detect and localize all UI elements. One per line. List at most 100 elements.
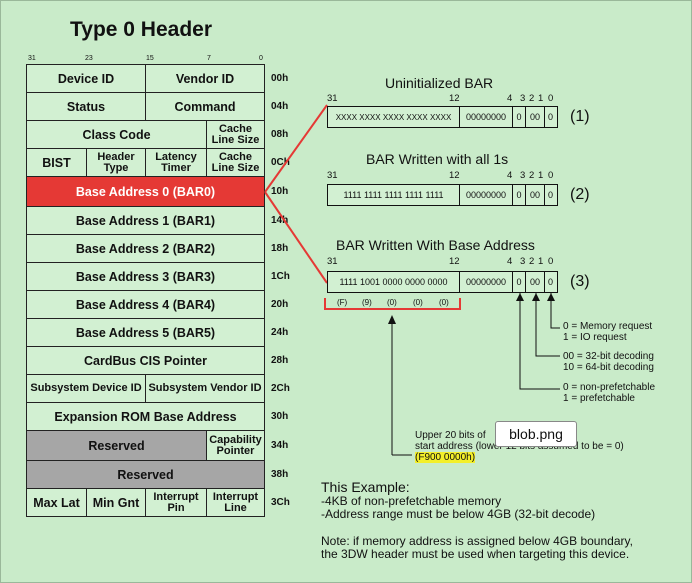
legend-prefetch-0: 0 = non-prefetchable: [563, 382, 656, 393]
bit-0: 0: [259, 55, 263, 62]
bar1-index: (1): [570, 108, 590, 125]
field-interrupt-line: Interrupt Line: [206, 488, 265, 517]
field-cache-line-size: Cache Line Size: [206, 120, 265, 149]
nibble-9: (9): [362, 298, 372, 307]
image-tooltip: blob.png: [495, 421, 577, 447]
bar3-register: 1111 1001 0000 0000 0000 00000000 0 00 0: [327, 271, 558, 293]
offset-04h: 04h: [271, 101, 289, 112]
bar2-low: 00000000: [460, 185, 513, 205]
upper-bits-value: (F900 0000h): [415, 452, 476, 463]
legend-decode-0: 00 = 32-bit decoding: [563, 351, 654, 362]
bar3-bit-4: 4: [507, 256, 513, 267]
bar1-bit-31: 31: [327, 93, 338, 104]
field-bar0[interactable]: Base Address 0 (BAR0): [26, 176, 265, 207]
bar2-bit-12: 12: [449, 170, 460, 181]
bar2-bit-3: 3: [520, 170, 526, 181]
bar3-bit-0: 0: [548, 256, 554, 267]
bar3-b21: 00: [526, 272, 545, 292]
bar1-bit-12: 12: [449, 93, 460, 104]
nibble-0c: (0): [439, 298, 449, 307]
note-line2: the 3DW header must be used when targeti…: [321, 547, 630, 561]
field-status: Status: [26, 92, 146, 121]
offset-2ch: 2Ch: [271, 383, 290, 394]
bar3-bit-3: 3: [520, 256, 526, 267]
field-bar2: Base Address 2 (BAR2): [26, 234, 265, 263]
offset-0ch: 0Ch: [271, 157, 290, 168]
bar2-address: 1111 1111 1111 1111 1111: [328, 185, 460, 205]
bar3-address: 1111 1001 0000 0000 0000: [328, 272, 460, 292]
bar1-bit-2: 2: [529, 93, 535, 104]
bar1-b0: 0: [547, 112, 553, 122]
offset-3ch: 3Ch: [271, 497, 290, 508]
bar2-bit-31: 31: [327, 170, 338, 181]
nibble-f: (F): [337, 298, 348, 307]
bar3-bit-1: 1: [538, 256, 544, 267]
diagram-title: Type 0 Header: [70, 18, 213, 41]
field-bar1: Base Address 1 (BAR1): [26, 206, 265, 235]
bar1-address: XXXX XXXX XXXX XXXX XXXX: [328, 107, 460, 127]
field-vendor-id: Vendor ID: [145, 64, 265, 93]
field-bar5: Base Address 5 (BAR5): [26, 318, 265, 347]
bar3-title: BAR Written With Base Address: [336, 237, 535, 253]
bar3-b3: 0: [513, 272, 526, 292]
note-line1: Note: if memory address is assigned belo…: [321, 534, 633, 548]
field-bist: BIST: [26, 148, 87, 177]
bar1-bit-3: 3: [520, 93, 526, 104]
bar2-bit-1: 1: [538, 170, 544, 181]
bar2-title: BAR Written with all 1s: [366, 151, 509, 167]
bar1-low: 00000000: [460, 107, 513, 127]
bit-15: 15: [146, 55, 154, 62]
field-reserved-1: Reserved: [26, 430, 207, 461]
offset-28h: 28h: [271, 355, 289, 366]
nibble-0b: (0): [413, 298, 423, 307]
field-reserved-2: Reserved: [26, 460, 265, 489]
offset-30h: 30h: [271, 411, 289, 422]
example-heading: This Example:: [321, 479, 410, 495]
legend-decode-1: 10 = 64-bit decoding: [563, 362, 654, 373]
offset-38h: 38h: [271, 469, 289, 480]
bit-23: 23: [85, 55, 93, 62]
bar3-bit-12: 12: [449, 256, 460, 267]
field-subsystem-vendor-id: Subsystem Vendor ID: [145, 374, 265, 403]
offset-34h: 34h: [271, 440, 289, 451]
bar1-bit-4: 4: [507, 93, 513, 104]
bar2-bit-2: 2: [529, 170, 535, 181]
bar2-b0: 0: [547, 190, 553, 200]
bit-31: 31: [28, 55, 36, 62]
offset-20h: 20h: [271, 299, 289, 310]
field-capability-pointer: Capability Pointer: [206, 430, 265, 461]
offset-18h: 18h: [271, 243, 289, 254]
offset-24h: 24h: [271, 327, 289, 338]
field-bar4: Base Address 4 (BAR4): [26, 290, 265, 319]
bar3-bit-31: 31: [327, 256, 338, 267]
bar1-register: XXXX XXXX XXXX XXXX XXXX 00000000 0 00 0: [327, 106, 558, 128]
bar1-bit-1: 1: [538, 93, 544, 104]
field-min-gnt: Min Gnt: [86, 488, 146, 517]
bar1-title: Uninitialized BAR: [385, 75, 494, 91]
bar1-b21: 00: [526, 107, 545, 127]
bar2-bit-4: 4: [507, 170, 513, 181]
offset-1ch: 1Ch: [271, 271, 290, 282]
field-command: Command: [145, 92, 265, 121]
bar2-index: (2): [570, 186, 590, 203]
bar2-register: 1111 1111 1111 1111 1111 00000000 0 00 0: [327, 184, 558, 206]
bar2-b3: 0: [513, 185, 526, 205]
bar2-b21: 00: [526, 185, 545, 205]
field-latency-timer: Latency Timer: [145, 148, 207, 177]
offset-14h: 14h: [271, 215, 289, 226]
legend-mem-1: 1 = IO request: [563, 332, 627, 343]
bar3-bit-2: 2: [529, 256, 535, 267]
example-line1: -4KB of non-prefetchable memory: [321, 494, 502, 508]
bar3-low: 00000000: [460, 272, 513, 292]
offset-10h: 10h: [271, 186, 289, 197]
field-bar3: Base Address 3 (BAR3): [26, 262, 265, 291]
legend-mem-0: 0 = Memory request: [563, 321, 653, 332]
bit-7: 7: [207, 55, 211, 62]
legend-prefetch-1: 1 = prefetchable: [563, 393, 635, 404]
bar2-bit-0: 0: [548, 170, 554, 181]
example-line2: -Address range must be below 4GB (32-bit…: [321, 507, 596, 521]
bar1-b3: 0: [513, 107, 526, 127]
field-interrupt-pin: Interrupt Pin: [145, 488, 207, 517]
upper-bits-line1: Upper 20 bits of: [415, 430, 486, 441]
